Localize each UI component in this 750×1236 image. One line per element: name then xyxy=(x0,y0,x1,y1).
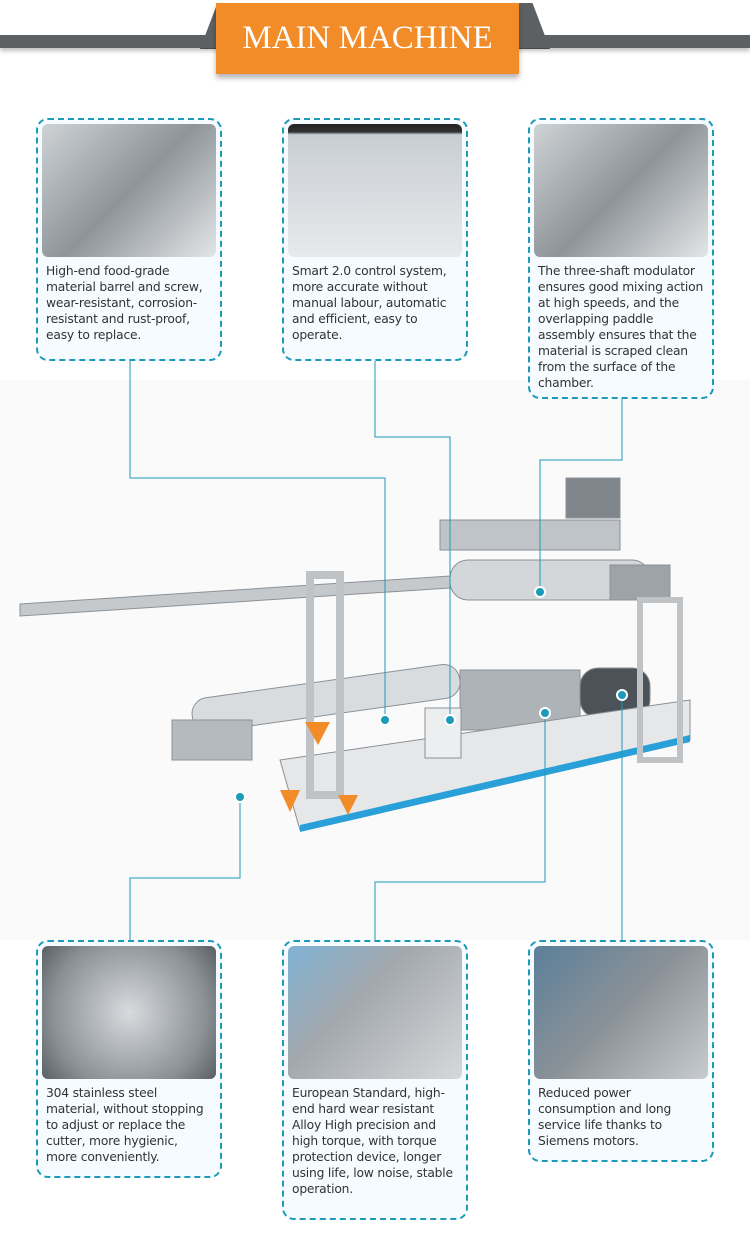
feature-card-motor: Reduced power consumption and long servi… xyxy=(528,940,714,1162)
control-panel-photo xyxy=(288,124,462,257)
page-title: MAIN MACHINE xyxy=(216,3,519,74)
three-shaft-modulator-photo xyxy=(534,124,708,257)
feature-card-barrel: High-end food-grade material barrel and … xyxy=(36,118,222,361)
feature-card-cutter: 304 stainless steel material, without st… xyxy=(36,940,222,1178)
feature-text: 304 stainless steel material, without st… xyxy=(46,1086,204,1164)
feature-card-gearbox: European Standard, high-end hard wear re… xyxy=(282,940,468,1220)
connector-dots xyxy=(234,586,628,803)
gearbox-photo xyxy=(288,946,462,1079)
motor-photo xyxy=(534,946,708,1079)
extruder-machine xyxy=(19,477,691,832)
feature-text: Reduced power consumption and long servi… xyxy=(538,1086,672,1148)
screw-barrel-photo xyxy=(42,124,216,257)
feature-text: European Standard, high-end hard wear re… xyxy=(292,1086,453,1196)
feature-text: The three-shaft modulator ensures good m… xyxy=(538,264,704,390)
cutter-photo xyxy=(42,946,216,1079)
feature-card-modulator: The three-shaft modulator ensures good m… xyxy=(528,118,714,399)
feature-card-control: Smart 2.0 control system, more accurate … xyxy=(282,118,468,361)
feature-text: Smart 2.0 control system, more accurate … xyxy=(292,264,447,342)
connector-lines xyxy=(129,360,623,940)
feature-text: High-end food-grade material barrel and … xyxy=(46,264,203,342)
